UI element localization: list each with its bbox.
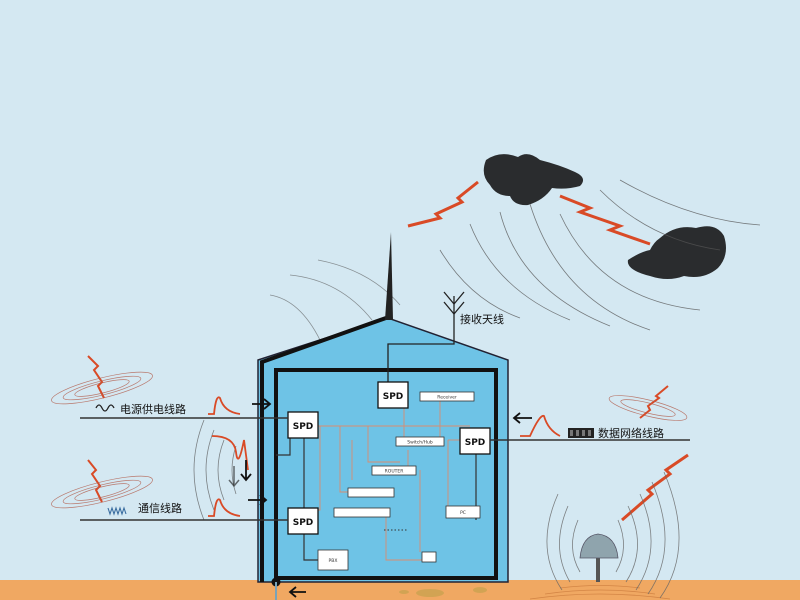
svg-text:SPD: SPD — [293, 422, 314, 432]
surge-pulse-icon — [208, 498, 241, 517]
em-waves-antenna — [439, 179, 761, 331]
equipment-pbx: PBX — [317, 549, 349, 571]
arrow-down-icon — [228, 466, 240, 488]
equipment-receiver: Receiver — [419, 391, 475, 402]
arrow-right-icon — [248, 494, 268, 506]
em-coil-left-upper — [51, 371, 153, 405]
lightning-bolt-cloud-to-cloud — [559, 194, 651, 246]
lightning-bolt-right — [621, 453, 689, 522]
sine-wave-icon — [95, 404, 115, 412]
equipment-box-b — [333, 507, 391, 518]
storm-cloud-lower — [627, 226, 726, 279]
svg-text:Receiver: Receiver — [437, 395, 457, 401]
arrow-down-icon — [240, 460, 252, 482]
ground-electrode — [271, 577, 306, 600]
svg-text:PBX: PBX — [329, 558, 338, 564]
equipment-switch: Switch/Hub — [395, 436, 445, 447]
telephone-icon — [421, 551, 437, 563]
em-waves-left-wall — [193, 419, 237, 521]
spd-top: SPD — [377, 381, 409, 409]
lightning-bolt-to-antenna — [407, 180, 479, 228]
spd-right: SPD — [459, 427, 491, 455]
em-waves-tree — [546, 471, 680, 599]
surge-pulse-inverted — [211, 435, 249, 471]
data-line: 数据网络线路 — [490, 412, 690, 441]
surge-pulse-icon — [208, 396, 241, 415]
em-coil-right — [608, 395, 688, 421]
svg-text:PC: PC — [460, 510, 466, 516]
svg-text:SPD: SPD — [465, 438, 486, 448]
lightning-bolts — [87, 180, 689, 522]
network-plug-icon — [568, 428, 594, 438]
ground — [0, 580, 800, 600]
spd-left-lower: SPD — [287, 507, 319, 535]
antenna-label: 接收天线 — [460, 312, 504, 326]
storm-cloud-upper — [483, 154, 584, 206]
spd-left-upper: SPD — [287, 411, 319, 439]
arrow-right-icon — [252, 398, 272, 410]
svg-text:电源供电线路: 电源供电线路 — [120, 402, 186, 416]
surge-pulse-icon — [520, 414, 561, 437]
building — [257, 316, 509, 583]
ground-decoration — [399, 587, 487, 597]
lightning-rod-down-conductor — [260, 316, 387, 582]
svg-text:SPD: SPD — [383, 392, 404, 402]
svg-text:数据网络线路: 数据网络线路 — [598, 426, 664, 440]
lightning-bolt-right-upper — [639, 385, 669, 419]
equipment-router: ROUTER — [371, 465, 417, 476]
svg-text:通信线路: 通信线路 — [138, 501, 182, 515]
comm-line: 通信线路 — [80, 494, 288, 521]
svg-text:ROUTER: ROUTER — [385, 469, 404, 475]
power-line: 电源供电线路 — [80, 396, 288, 419]
arrow-left-icon — [512, 412, 532, 424]
signal-icon — [107, 506, 127, 516]
arrow-left-icon — [288, 586, 306, 598]
inner-room — [274, 368, 498, 580]
lightning-bolt-left-lower — [87, 459, 103, 503]
equipment-pc: PC — [445, 505, 481, 519]
antenna-icon — [387, 291, 465, 382]
svg-text:SPD: SPD — [293, 518, 314, 528]
em-waves-roof — [269, 259, 401, 341]
tree — [579, 533, 619, 582]
lightning-rod — [385, 232, 393, 320]
lightning-bolt-left-upper — [87, 355, 105, 399]
ground-ripples — [529, 585, 671, 600]
equipment-box-a — [347, 487, 395, 498]
svg-text:Switch/Hub: Switch/Hub — [407, 440, 433, 446]
em-coil-left-lower — [51, 475, 153, 509]
